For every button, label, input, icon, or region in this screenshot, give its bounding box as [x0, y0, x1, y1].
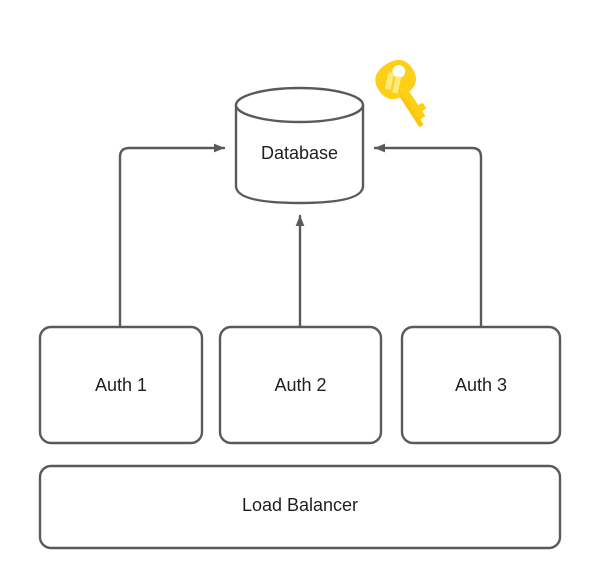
node-loadbalancer[interactable]: [38, 464, 562, 550]
auth2-label: Auth 2: [274, 375, 327, 395]
key-icon: [375, 59, 427, 128]
database-label: Database: [260, 143, 339, 163]
key-highlight-stripe-1: [384, 72, 395, 90]
edge-auth3-to-database: [373, 143, 483, 329]
node-auth1[interactable]: [38, 325, 204, 445]
auth3-box: [400, 325, 562, 445]
loadbalancer-box: [38, 464, 562, 550]
key-bow-hole: [392, 65, 406, 78]
auth2-box: [218, 325, 383, 445]
auth1-label: Auth 1: [94, 375, 148, 395]
node-auth3[interactable]: [400, 325, 562, 445]
database-body-fill: [236, 105, 363, 203]
auth1-box: [38, 325, 204, 445]
edge-path-auth3: [373, 143, 483, 329]
edge-auth1-to-database: [118, 143, 226, 329]
node-database[interactable]: [234, 86, 365, 205]
database-top-ellipse: [234, 86, 365, 124]
key-shaft-shadow: [399, 93, 423, 128]
database-body-outline: [234, 103, 365, 205]
key-highlight-stripe-2: [392, 75, 402, 94]
node-auth2[interactable]: [218, 325, 383, 445]
loadbalancer-label: Load Balancer: [241, 495, 359, 515]
edge-path-auth1: [118, 143, 226, 329]
auth3-label: Auth 3: [454, 375, 508, 395]
